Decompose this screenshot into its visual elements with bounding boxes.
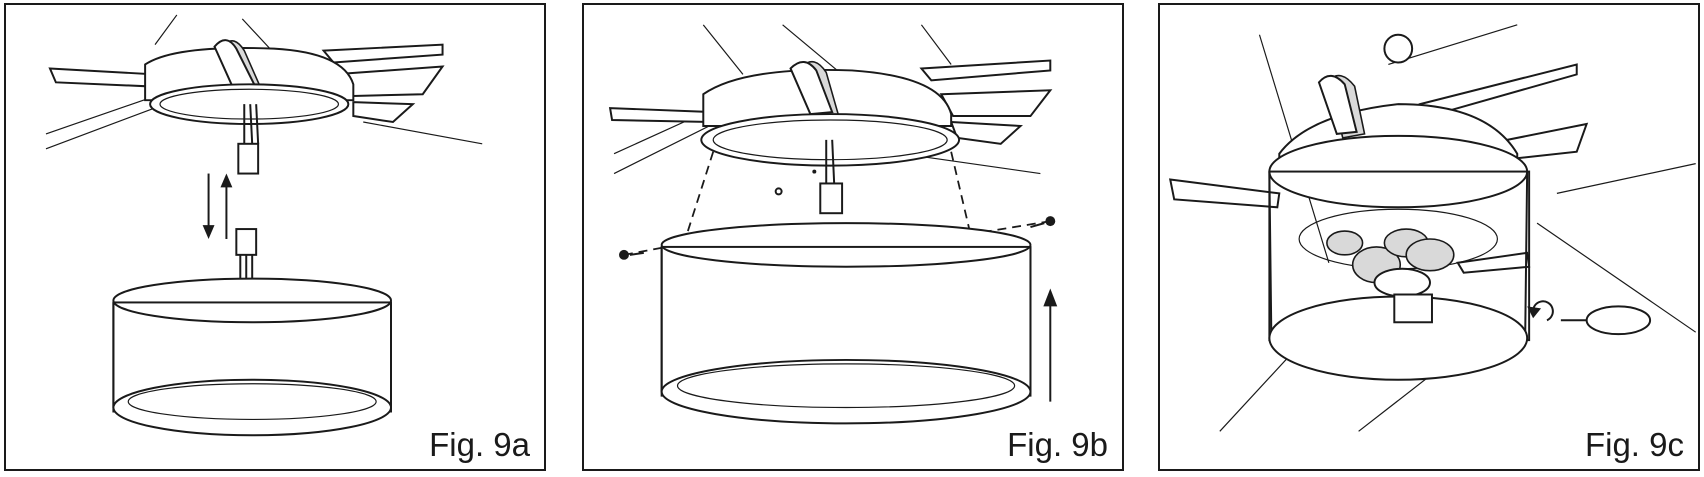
figure-label-9b: Fig. 9b [1005, 426, 1110, 463]
figure-label-9c: Fig. 9c [1582, 426, 1686, 463]
figure-9b-panel: Fig. 9b [582, 3, 1124, 471]
figure-9b-illustration [608, 24, 1058, 425]
figure-9a-panel: Fig. 9a [4, 3, 546, 471]
figure-9c-illustration [1168, 24, 1697, 432]
figure-label-9a: Fig. 9a [427, 426, 532, 463]
figure-9a-illustration [45, 14, 483, 437]
figure-9c-panel: Fig. 9c [1158, 3, 1700, 471]
